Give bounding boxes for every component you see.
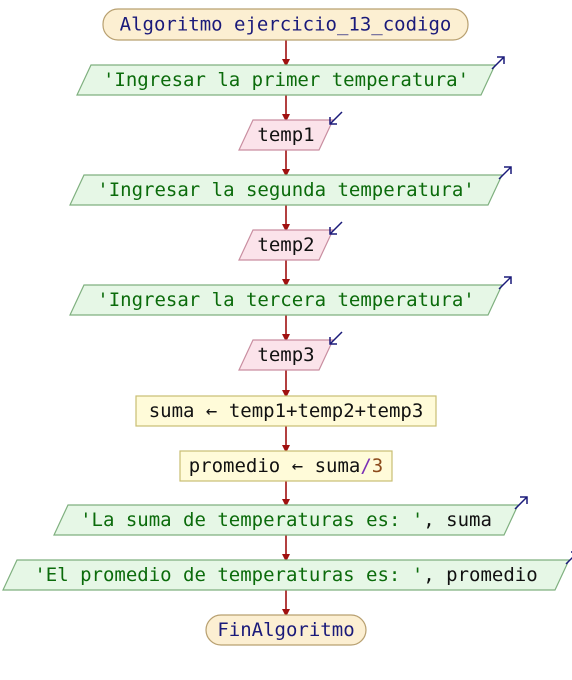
label-part: ←	[194, 400, 228, 422]
steps: 'Ingresar la primer temperatura' temp1 'In…	[2, 56, 572, 591]
output-label: 'La suma de temperaturas es: ', suma	[80, 509, 492, 531]
label-part: , promedio	[423, 564, 537, 586]
output-label: 'Ingresar la tercera temperatura'	[97, 289, 475, 311]
output-shape	[2, 559, 570, 591]
step-input-2: temp1	[238, 111, 343, 151]
step-input-4: temp2	[238, 221, 343, 261]
label-part: temp2	[257, 234, 314, 256]
output-arrow-icon	[498, 166, 512, 180]
output-shape	[69, 174, 503, 206]
output-label: 'El promedio de temperaturas es: ', prom…	[34, 564, 537, 586]
output-shape	[76, 64, 496, 96]
end-terminal: FinAlgoritmo	[205, 614, 367, 646]
label-part: suma	[149, 400, 195, 422]
output-shape	[69, 284, 503, 316]
process-shape	[135, 395, 437, 427]
input-label: temp2	[257, 234, 314, 256]
output-arrow-icon	[565, 551, 572, 565]
input-shape	[238, 229, 334, 261]
label-part: ←	[280, 455, 314, 477]
label-part: 3	[372, 455, 383, 477]
input-shape	[238, 119, 334, 151]
output-label: 'Ingresar la primer temperatura'	[103, 69, 469, 91]
output-label: 'Ingresar la segunda temperatura'	[97, 179, 475, 201]
input-label: temp3	[257, 344, 314, 366]
label-part: promedio	[189, 455, 281, 477]
step-process-8: promedio ← suma/3	[179, 450, 393, 482]
algorithm-title: Algoritmo ejercicio_13_codigo	[120, 14, 452, 36]
label-part: suma	[315, 455, 361, 477]
input-label: temp1	[257, 124, 314, 146]
process-label: promedio ← suma/3	[189, 455, 384, 477]
label-part: temp3	[257, 344, 314, 366]
label-part: temp1	[257, 124, 314, 146]
output-arrow-icon	[498, 276, 512, 290]
label-part: temp1+temp2+temp3	[229, 400, 423, 422]
step-output-3: 'Ingresar la segunda temperatura'	[69, 166, 512, 206]
step-output-1: 'Ingresar la primer temperatura'	[76, 56, 505, 96]
start-terminal-shape	[102, 8, 469, 41]
step-output-9: 'La suma de temperaturas es: ', suma	[53, 496, 528, 536]
input-arrow-icon	[329, 221, 343, 235]
step-input-6: temp3	[238, 331, 343, 371]
input-shape	[238, 339, 334, 371]
step-output-10: 'El promedio de temperaturas es: ', prom…	[2, 551, 572, 591]
input-arrow-icon	[329, 111, 343, 125]
process-shape	[179, 450, 393, 482]
step-output-5: 'Ingresar la tercera temperatura'	[69, 276, 512, 316]
label-part: 'La suma de temperaturas es: '	[80, 509, 423, 531]
label-part: 'Ingresar la primer temperatura'	[103, 69, 469, 91]
label-part: 'El promedio de temperaturas es: '	[34, 564, 423, 586]
start-terminal: Algoritmo ejercicio_13_codigo	[102, 8, 469, 41]
output-arrow-icon	[514, 496, 528, 510]
label-part: /	[360, 455, 371, 477]
end-terminal-shape	[205, 614, 367, 646]
output-arrow-icon	[491, 56, 505, 70]
label-part: 'Ingresar la segunda temperatura'	[97, 179, 475, 201]
output-shape	[53, 504, 519, 536]
process-label: suma ← temp1+temp2+temp3	[149, 400, 424, 422]
label-part: 'Ingresar la tercera temperatura'	[97, 289, 475, 311]
input-arrow-icon	[329, 331, 343, 345]
end-label: FinAlgoritmo	[217, 619, 354, 641]
label-part: , suma	[423, 509, 492, 531]
step-process-7: suma ← temp1+temp2+temp3	[135, 395, 437, 427]
